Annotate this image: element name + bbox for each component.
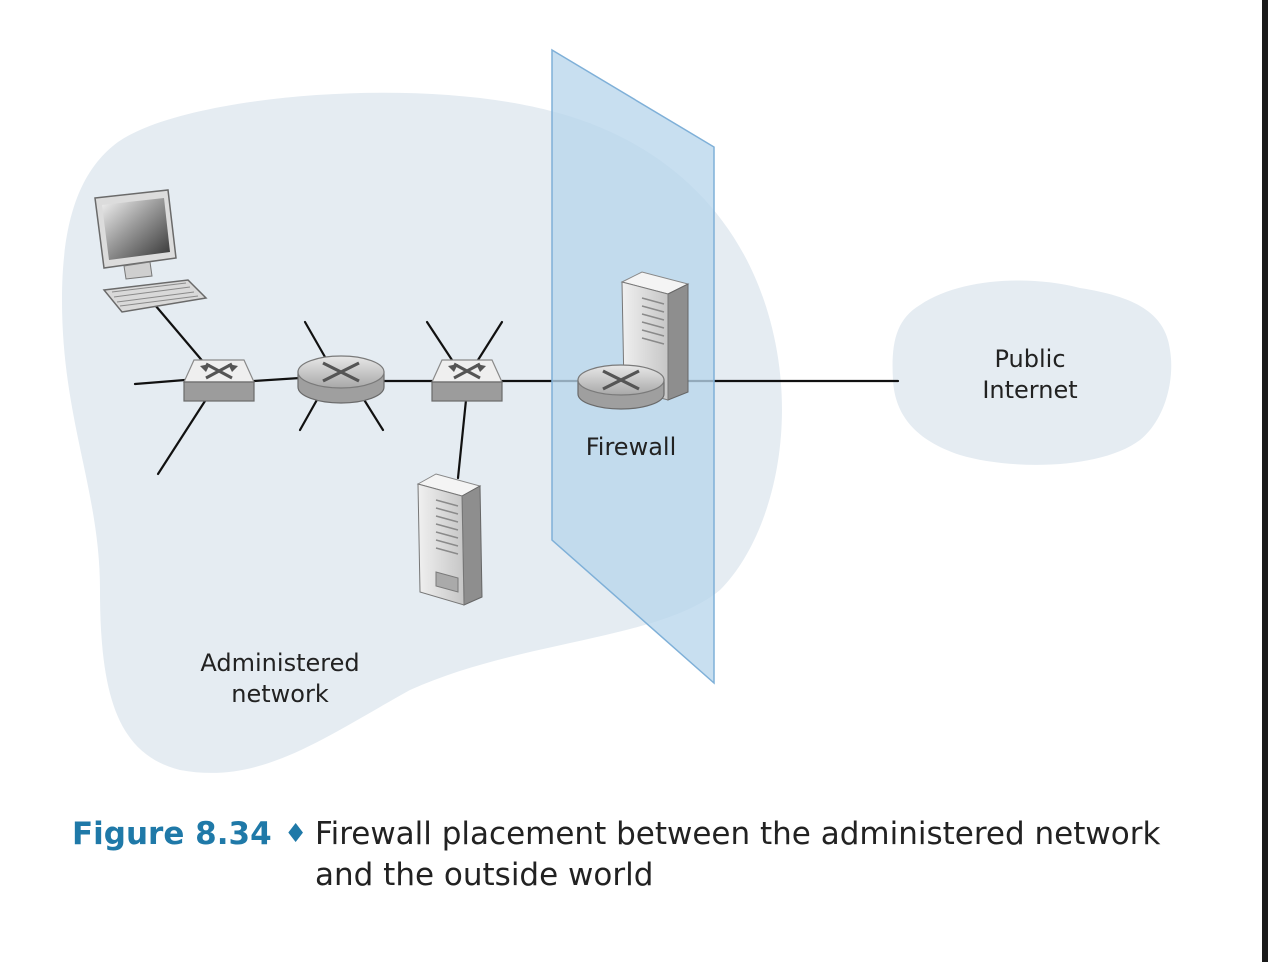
public-internet-cloud xyxy=(892,280,1172,465)
switch-icon xyxy=(431,359,503,402)
page-edge xyxy=(1262,0,1268,962)
public-internet-label: Public Internet xyxy=(945,344,1115,406)
administered-network-label: Administered network xyxy=(170,648,390,710)
firewall-router-icon xyxy=(577,364,665,410)
network-links xyxy=(133,303,900,480)
switch-icon xyxy=(183,359,255,402)
router-icon xyxy=(297,355,385,404)
public-internet-label-line1: Public xyxy=(994,345,1066,373)
administered-network-label-line1: Administered xyxy=(200,649,360,677)
caption-text: Firewall placement between the administe… xyxy=(315,816,1161,893)
figure-number: Figure 8.34 xyxy=(72,816,272,852)
administered-network-label-line2: network xyxy=(231,680,329,708)
public-internet-label-line2: Internet xyxy=(982,376,1078,404)
desktop-computer-icon xyxy=(94,189,208,313)
server-icon xyxy=(416,473,483,606)
firewall-label: Firewall xyxy=(585,433,677,461)
caption-separator-icon: ♦ xyxy=(284,819,308,849)
